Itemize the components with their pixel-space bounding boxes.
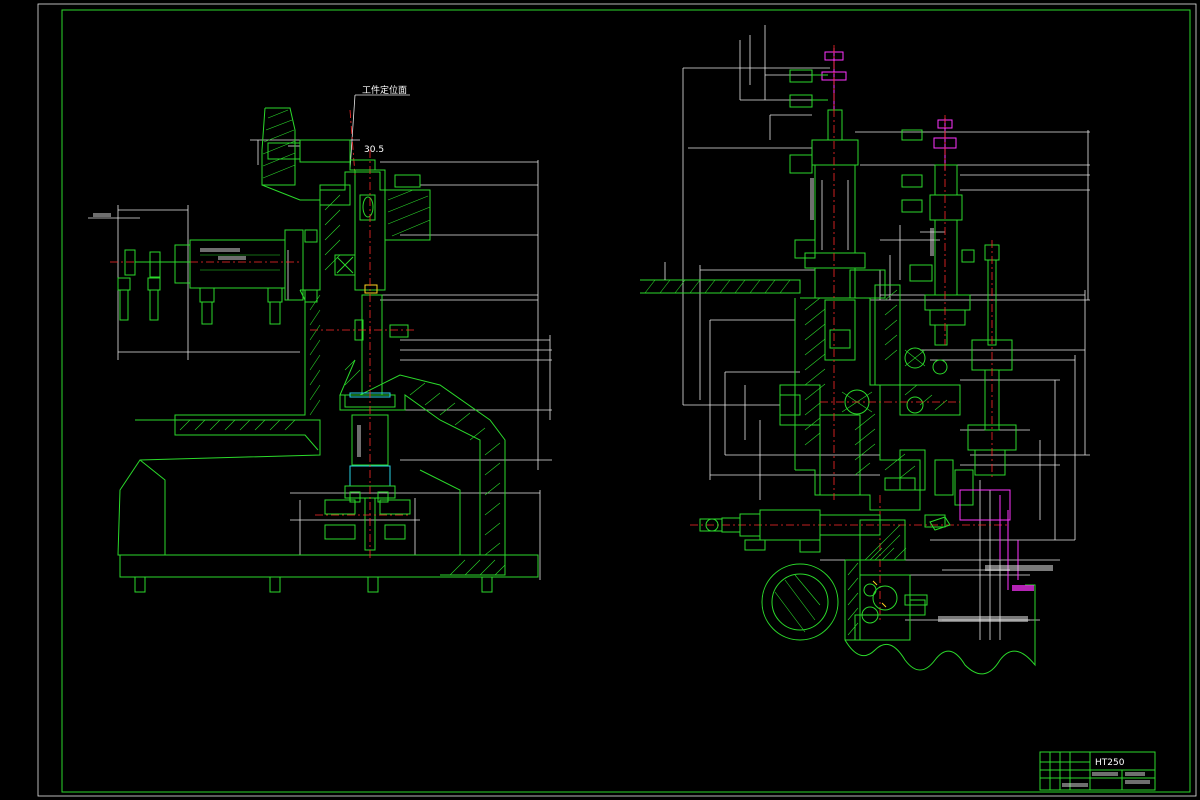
left-lower-clamps <box>324 491 411 540</box>
material-label: HT250 <box>1095 758 1125 768</box>
title-block: HT250 <box>1039 751 1156 791</box>
right-part-callouts <box>93 178 1053 622</box>
right-secondary-cylinder <box>901 118 975 346</box>
right-gearbox-body <box>779 269 974 511</box>
right-view <box>93 25 1090 675</box>
left-dimension-lines <box>88 94 552 580</box>
right-base-assembly <box>761 514 1036 675</box>
right-guide-rod <box>967 240 1017 480</box>
right-dimension-lines <box>682 25 1090 640</box>
drawing-frame <box>37 3 1197 797</box>
left-annotations: 工件定位面 30.5 <box>362 84 407 155</box>
right-lower-cylinder <box>699 489 1019 590</box>
left-side-cylinder <box>117 139 421 325</box>
left-centerlines <box>110 109 415 560</box>
right-base-plate <box>640 262 801 294</box>
left-view: 工件定位面 30.5 <box>88 84 552 593</box>
dimension-value-label: 30.5 <box>364 145 384 155</box>
locating-face-label: 工件定位面 <box>362 84 407 96</box>
right-upper-cylinder <box>789 48 866 299</box>
